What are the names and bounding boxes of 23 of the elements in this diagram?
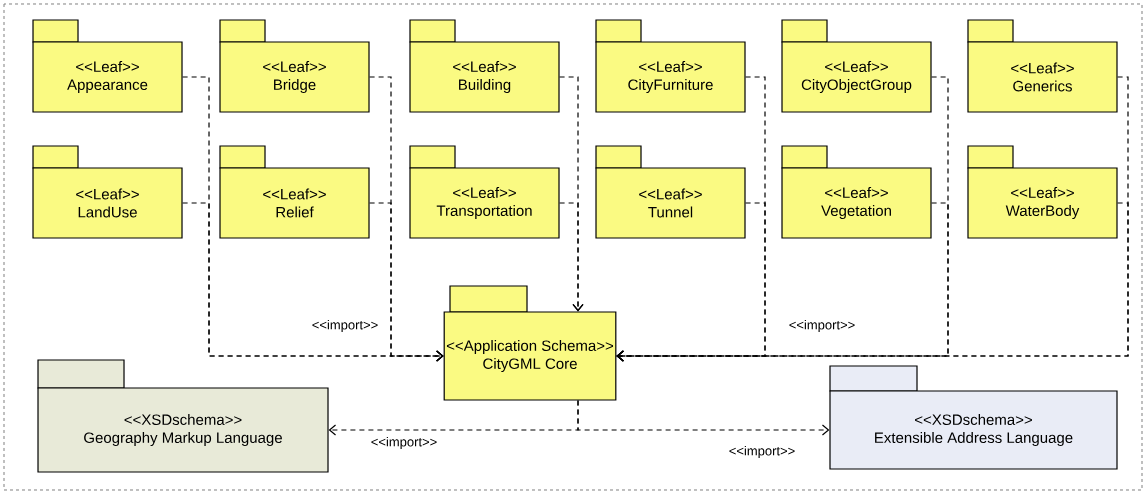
package-box: <<Leaf>> Building (409, 19, 560, 113)
package-box: <<Leaf>> Transportation (409, 145, 560, 239)
edge-label: <<import>> (312, 319, 378, 333)
edge-label: <<import>> (789, 319, 855, 333)
arrow (559, 202, 584, 312)
edge-label: <<import>> (729, 445, 795, 459)
package-box: <<Leaf>> WaterBody (967, 145, 1118, 239)
package-box: <<Leaf>> LandUse (32, 145, 183, 239)
package-box: <<Leaf>> Generics (967, 19, 1118, 113)
package-box: <<Leaf>> CityFurniture (595, 19, 746, 113)
package-box: <<XSDschema>> Extensible Address Language (829, 365, 1118, 470)
package-box: <<Leaf>> Tunnel (595, 145, 746, 239)
package-box: <<Leaf>> CityObjectGroup (781, 19, 932, 113)
edge-label: <<import>> (371, 436, 437, 450)
package-box: <<XSDschema>> Geography Markup Language (37, 359, 329, 473)
package-box: <<Leaf>> Bridge (219, 19, 370, 113)
arrow (369, 202, 444, 362)
package-box: <<Application Schema>> CityGML Core (443, 285, 617, 401)
arrow (577, 400, 830, 436)
package-box: <<Leaf>> Relief (219, 145, 370, 239)
package-box: <<Leaf>> Appearance (32, 19, 183, 113)
arrow (616, 202, 1129, 362)
package-box: <<Leaf>> Vegetation (781, 145, 932, 239)
